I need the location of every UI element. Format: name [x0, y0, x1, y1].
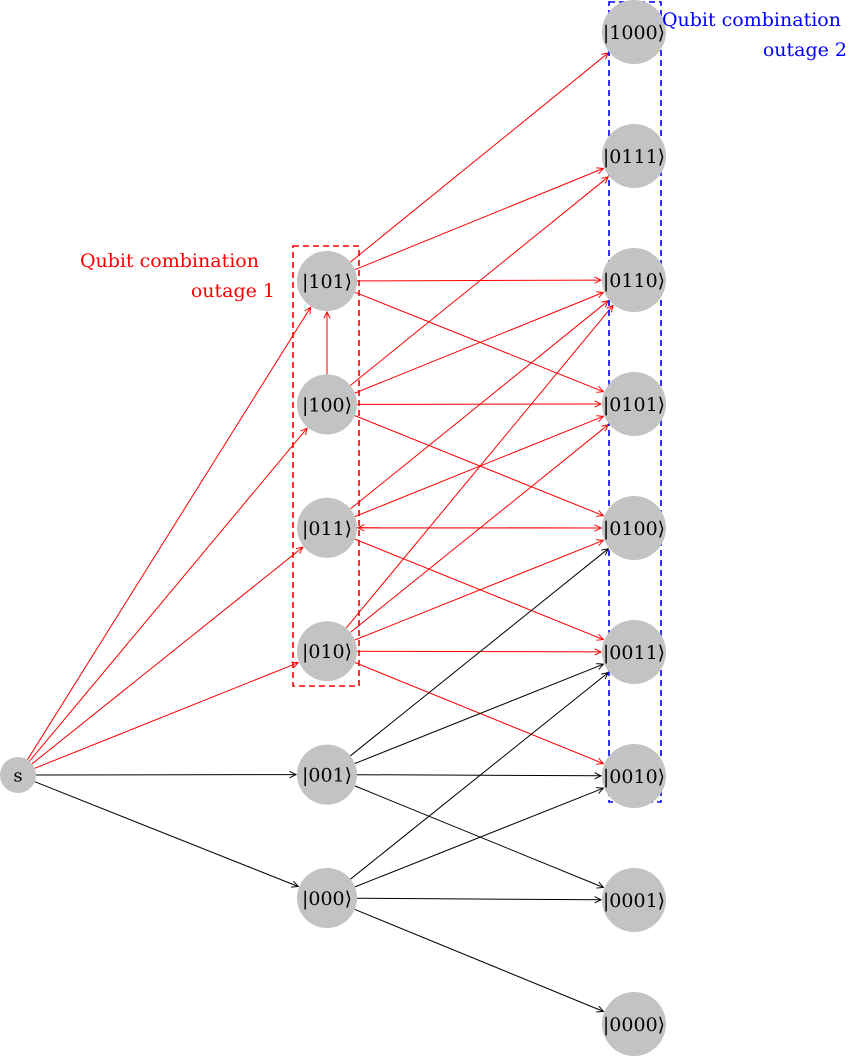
edge-100-to-0110	[354, 292, 604, 394]
node-circle-100	[297, 374, 357, 435]
edge-000-to-0011	[350, 673, 608, 880]
edge-100-to-0100	[354, 415, 604, 516]
edge-001-to-0011	[354, 664, 604, 764]
node-0011: |0011⟩	[602, 620, 666, 684]
node-010: |010⟩	[297, 621, 357, 682]
node-label-101: |101⟩	[302, 271, 352, 293]
node-0111: |0111⟩	[602, 124, 666, 188]
node-label-001: |001⟩	[302, 765, 352, 787]
node-circle-101	[297, 251, 357, 311]
outage-1-label-line1: Qubit combination	[80, 250, 259, 272]
node-label-0100: |0100⟩	[603, 518, 665, 540]
node-0001: |0001⟩	[602, 868, 666, 932]
edge-000-to-0000	[354, 908, 604, 1011]
edge-101-to-0110	[356, 280, 601, 281]
node-label-0000: |0000⟩	[603, 1014, 665, 1036]
edges-layer	[27, 53, 614, 1012]
edge-001-to-0001	[354, 785, 604, 888]
node-label-0110: |0110⟩	[603, 270, 665, 292]
node-label-010: |010⟩	[302, 641, 352, 663]
outage-1-label-line2: outage 1	[191, 280, 275, 302]
edge-101-to-0111	[354, 168, 604, 271]
node-label-011: |011⟩	[302, 518, 352, 540]
edge-s-to-101	[27, 307, 311, 760]
node-circle-0010	[602, 744, 666, 808]
edge-011-to-0101	[354, 416, 604, 518]
node-circle-0110	[602, 248, 666, 312]
edge-010-to-0100	[354, 540, 604, 641]
node-011: |011⟩	[297, 497, 357, 558]
edge-000-to-0001	[356, 898, 601, 900]
node-1000: |1000⟩	[602, 0, 666, 64]
edge-010-to-0011	[356, 651, 601, 652]
nodes-layer: s |101⟩ |100⟩ |011⟩ |010⟩ |001⟩ |000⟩ |1000⟩ |01…	[0, 0, 666, 1056]
node-0110: |0110⟩	[602, 248, 666, 312]
edge-s-to-011	[31, 547, 303, 765]
outage-2-label-line1: Qubit combination	[662, 9, 841, 31]
node-0010: |0010⟩	[602, 744, 666, 808]
node-circle-0100	[602, 496, 666, 560]
node-circle-1000	[602, 0, 666, 64]
node-0100: |0100⟩	[602, 496, 666, 560]
node-circle-s	[0, 757, 36, 793]
node-label-1000: |1000⟩	[603, 22, 665, 44]
edge-s-to-010	[34, 663, 299, 769]
edge-010-to-0110	[345, 305, 613, 629]
edge-000-to-0010	[354, 788, 603, 888]
node-label-0001: |0001⟩	[603, 890, 665, 912]
edge-s-to-000	[34, 781, 299, 887]
node-label-0010: |0010⟩	[603, 766, 665, 788]
node-circle-0000	[602, 992, 666, 1056]
node-label-s: s	[13, 766, 22, 787]
node-label-0011: |0011⟩	[603, 642, 665, 664]
node-0101: |0101⟩	[602, 372, 666, 436]
node-s: s	[0, 757, 36, 793]
node-label-100: |100⟩	[302, 394, 352, 416]
node-circle-011	[297, 497, 357, 558]
node-circle-000	[297, 868, 357, 928]
node-101: |101⟩	[297, 251, 357, 311]
outage-1-label: Qubit combination outage 1	[80, 250, 275, 302]
edge-s-to-100	[29, 428, 308, 762]
node-circle-0111	[602, 124, 666, 188]
node-label-0101: |0101⟩	[603, 394, 665, 416]
edge-011-to-0110	[349, 301, 608, 510]
edge-010-to-0010	[354, 662, 604, 764]
node-circle-001	[297, 744, 357, 805]
node-100: |100⟩	[297, 374, 357, 435]
outage-2-label-line2: outage 2	[763, 39, 847, 61]
node-000: |000⟩	[297, 868, 357, 928]
edge-010-to-0101	[350, 425, 608, 633]
edge-101-to-0101	[354, 291, 604, 392]
node-label-0111: |0111⟩	[603, 146, 665, 168]
node-circle-0001	[602, 868, 666, 932]
edge-101-to-1000	[349, 53, 608, 263]
edge-011-to-0011	[354, 538, 604, 640]
outage-1-box	[292, 245, 360, 687]
outage-2-label: Qubit combination outage 2	[662, 9, 847, 61]
edge-001-to-0010	[356, 775, 601, 776]
edge-100-to-0111	[349, 177, 608, 386]
node-0000: |0000⟩	[602, 992, 666, 1056]
node-label-000: |000⟩	[302, 888, 352, 910]
edge-001-to-0100	[350, 549, 608, 757]
node-circle-0011	[602, 620, 666, 684]
node-001: |001⟩	[297, 744, 357, 805]
node-circle-0101	[602, 372, 666, 436]
node-circle-010	[297, 621, 357, 682]
